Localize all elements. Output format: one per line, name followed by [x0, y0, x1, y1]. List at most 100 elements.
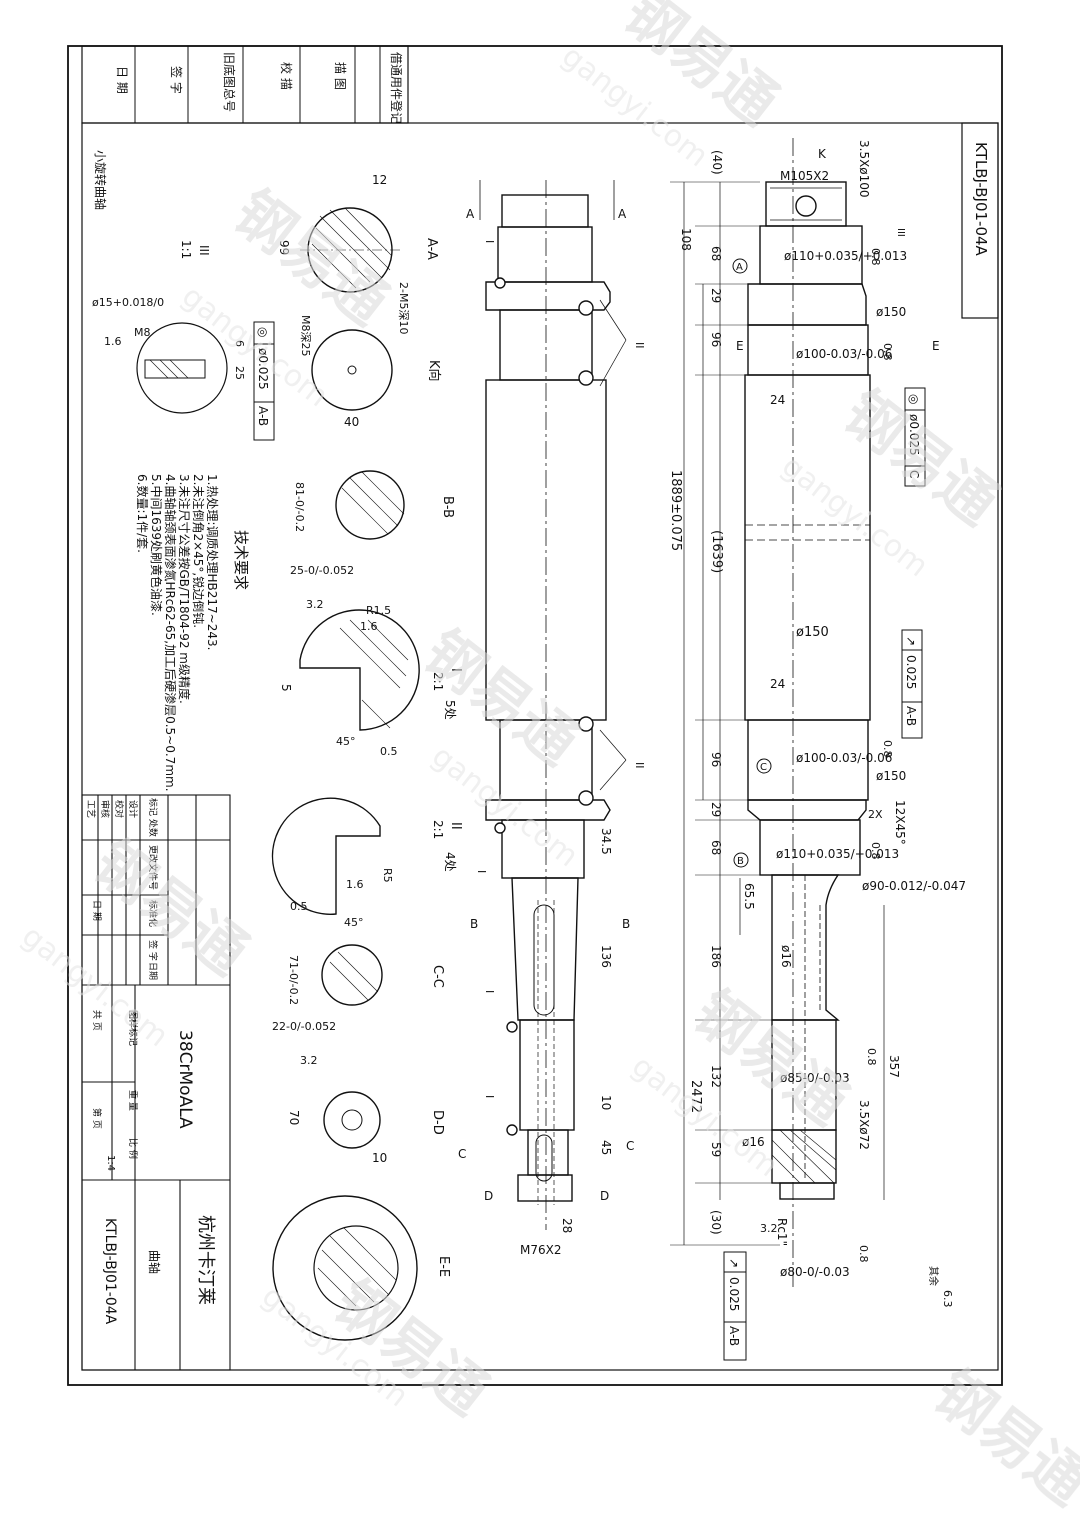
- svg-text:R5: R5: [381, 868, 394, 883]
- svg-text:81-0/-0.2: 81-0/-0.2: [293, 482, 306, 532]
- view-k-label: K: [818, 147, 827, 161]
- svg-text:E-E: E-E: [436, 1256, 451, 1277]
- svg-text:2:1: 2:1: [431, 820, 445, 839]
- tech-req-title: 技术要求: [232, 530, 250, 590]
- svg-text:B-B: B-B: [440, 496, 455, 518]
- roughness-general-value: 6.3: [941, 1290, 954, 1308]
- svg-text:签 字: 签 字: [147, 940, 159, 961]
- dim-dia-110b: ø110+0.035/+0.013: [776, 847, 899, 861]
- datum-a: A: [736, 262, 743, 273]
- section-k: K向 2-M5深10 M8深25 40: [299, 282, 442, 429]
- main-shaft-dimensions: 2472 1889±0.075 (1639) (40) 108 68 29 96…: [668, 140, 966, 1279]
- outer-frame: [67, 45, 1003, 1386]
- svg-text:A-B: A-B: [904, 706, 918, 726]
- detail-i: I 2:1 5处 R1.5 1.6 5 45° 0.5: [279, 604, 463, 758]
- svg-text:2:1: 2:1: [431, 672, 445, 691]
- svg-text:0.025: 0.025: [727, 1277, 741, 1311]
- dim-thread-top: M105X2: [780, 169, 829, 183]
- side-label-I-4: I: [475, 870, 488, 873]
- registry-date: 日 期: [115, 66, 129, 94]
- cut-a-left: A: [466, 207, 475, 221]
- svg-text:R1.5: R1.5: [366, 604, 391, 617]
- svg-text:5处: 5处: [443, 700, 457, 720]
- cut-d-right: D: [600, 1189, 609, 1203]
- main-shaft-view: [670, 138, 885, 1290]
- registry-borrow: 借通用件登记: [389, 52, 404, 124]
- svg-text:1:1: 1:1: [179, 240, 193, 259]
- datum-c: C: [760, 762, 767, 773]
- svg-text:71-0/-0.2: 71-0/-0.2: [287, 955, 300, 1005]
- svg-text:I: I: [448, 668, 463, 672]
- registry-old-no: 旧底图总号: [222, 52, 237, 112]
- material: 38CrMoALA: [175, 1030, 195, 1129]
- svg-text:A-B: A-B: [727, 1326, 741, 1346]
- title-drawing-number: KTLBJ-BJ01-04A: [102, 1218, 118, 1325]
- side-dim-45: 45: [599, 1140, 613, 1155]
- side-dim-34-5: 34.5: [599, 828, 613, 855]
- dim-dia-85: ø85-0/-0.03: [780, 1071, 850, 1085]
- svg-text:A-A: A-A: [424, 238, 439, 260]
- roughness-08-b: 0.8: [881, 343, 894, 361]
- svg-text:3.2: 3.2: [300, 1054, 318, 1067]
- svg-text:III: III: [197, 245, 211, 256]
- inner-frame: [81, 122, 999, 1371]
- section-bb: B-B 81-0/-0.2 25-0/-0.052 3.2: [290, 470, 455, 611]
- svg-text:日期: 日期: [147, 962, 158, 980]
- dim-chamfer: 12X45°: [893, 800, 907, 845]
- svg-text:K向: K向: [426, 360, 442, 382]
- svg-text:1:4: 1:4: [105, 1155, 116, 1171]
- dim-dia-100a: ø100-0.03/-0.06: [796, 347, 892, 361]
- dim-dia-150a: ø150: [876, 305, 906, 319]
- tech-req-3: 3.未注尺寸公差按GB/T1804-92 m级精度.: [177, 474, 192, 704]
- svg-text:工艺: 工艺: [85, 800, 96, 818]
- roughness-08-c: 0.8: [881, 740, 894, 758]
- dim-dia-90: ø90-0.012/-0.047: [862, 879, 966, 893]
- side-dim-136: 136: [599, 945, 613, 968]
- dim-seg-29a: 29: [709, 288, 723, 303]
- drawing-number-box: [961, 122, 999, 319]
- registry-sign: 签 字: [169, 66, 184, 94]
- cut-b-left: B: [470, 917, 478, 931]
- svg-text:共 页: 共 页: [91, 1010, 102, 1031]
- cut-b-right: B: [622, 917, 630, 931]
- registry-trace: 描 图: [333, 62, 347, 90]
- roughness-08-f: 0.8: [857, 1245, 870, 1263]
- cut-c-left: C: [458, 1147, 466, 1161]
- dim-total-length: 2472: [688, 1080, 703, 1113]
- view-e-label-right: E: [932, 339, 940, 353]
- svg-text:6: 6: [233, 340, 246, 347]
- svg-text:1.6: 1.6: [104, 335, 122, 348]
- tol-runout-ab-2: ↗ 0.025 A-B: [723, 1251, 747, 1361]
- svg-text:ø15+0.018/0: ø15+0.018/0: [92, 296, 164, 309]
- svg-text:1.6: 1.6: [346, 878, 364, 891]
- tech-req-5: 5.中间1639处刷黄色油漆.: [149, 474, 164, 616]
- svg-text:2-M5深10: 2-M5深10: [397, 282, 410, 334]
- svg-text:C-C: C-C: [430, 965, 445, 988]
- svg-text:设计: 设计: [127, 800, 139, 818]
- svg-text:校对: 校对: [113, 800, 125, 818]
- side-label-II-1: II: [633, 342, 646, 349]
- svg-text:22-0/-0.052: 22-0/-0.052: [272, 1020, 336, 1033]
- svg-text:比 例: 比 例: [127, 1138, 139, 1159]
- dim-dia-150c: ø150: [876, 769, 906, 783]
- top-left-registry-block: 借通用件登记 描 图 校 描 旧底图总号 签 字 日 期: [81, 45, 409, 124]
- roughness-32-main: 3.2: [760, 1222, 778, 1235]
- svg-text:4处: 4处: [443, 852, 457, 872]
- registry-check: 校 描: [279, 62, 294, 90]
- side-label-I-3: I: [483, 1095, 496, 1098]
- tech-req-4: 4.曲轴轴颈表面渗氮HRc62-65,加工后硬渗层0.5~0.7mm.: [163, 474, 178, 792]
- svg-text:↗: ↗: [727, 1258, 741, 1268]
- tol-runout-ab-1: ↗ 0.025 A-B: [901, 629, 923, 739]
- svg-text:◎: ◎: [256, 327, 270, 337]
- side-dim-10: 10: [599, 1095, 613, 1110]
- svg-text:1.6: 1.6: [360, 620, 378, 633]
- detail-ii: II 2:1 4处 R5 1.6 0.5 45°: [271, 797, 463, 929]
- tech-requirements: 技术要求 1.热处理:调质处理HB217~243. 2.未注倒角2×45°,锐边…: [135, 474, 250, 792]
- view-e-label-left: E: [736, 339, 744, 353]
- svg-text:12: 12: [372, 173, 387, 187]
- tol-conc-detail: ◎ ø0.025 A-B: [253, 321, 275, 441]
- svg-text:M8深25: M8深25: [299, 315, 312, 357]
- svg-text:↗: ↗: [904, 636, 918, 646]
- svg-text:ø0.025: ø0.025: [256, 348, 270, 390]
